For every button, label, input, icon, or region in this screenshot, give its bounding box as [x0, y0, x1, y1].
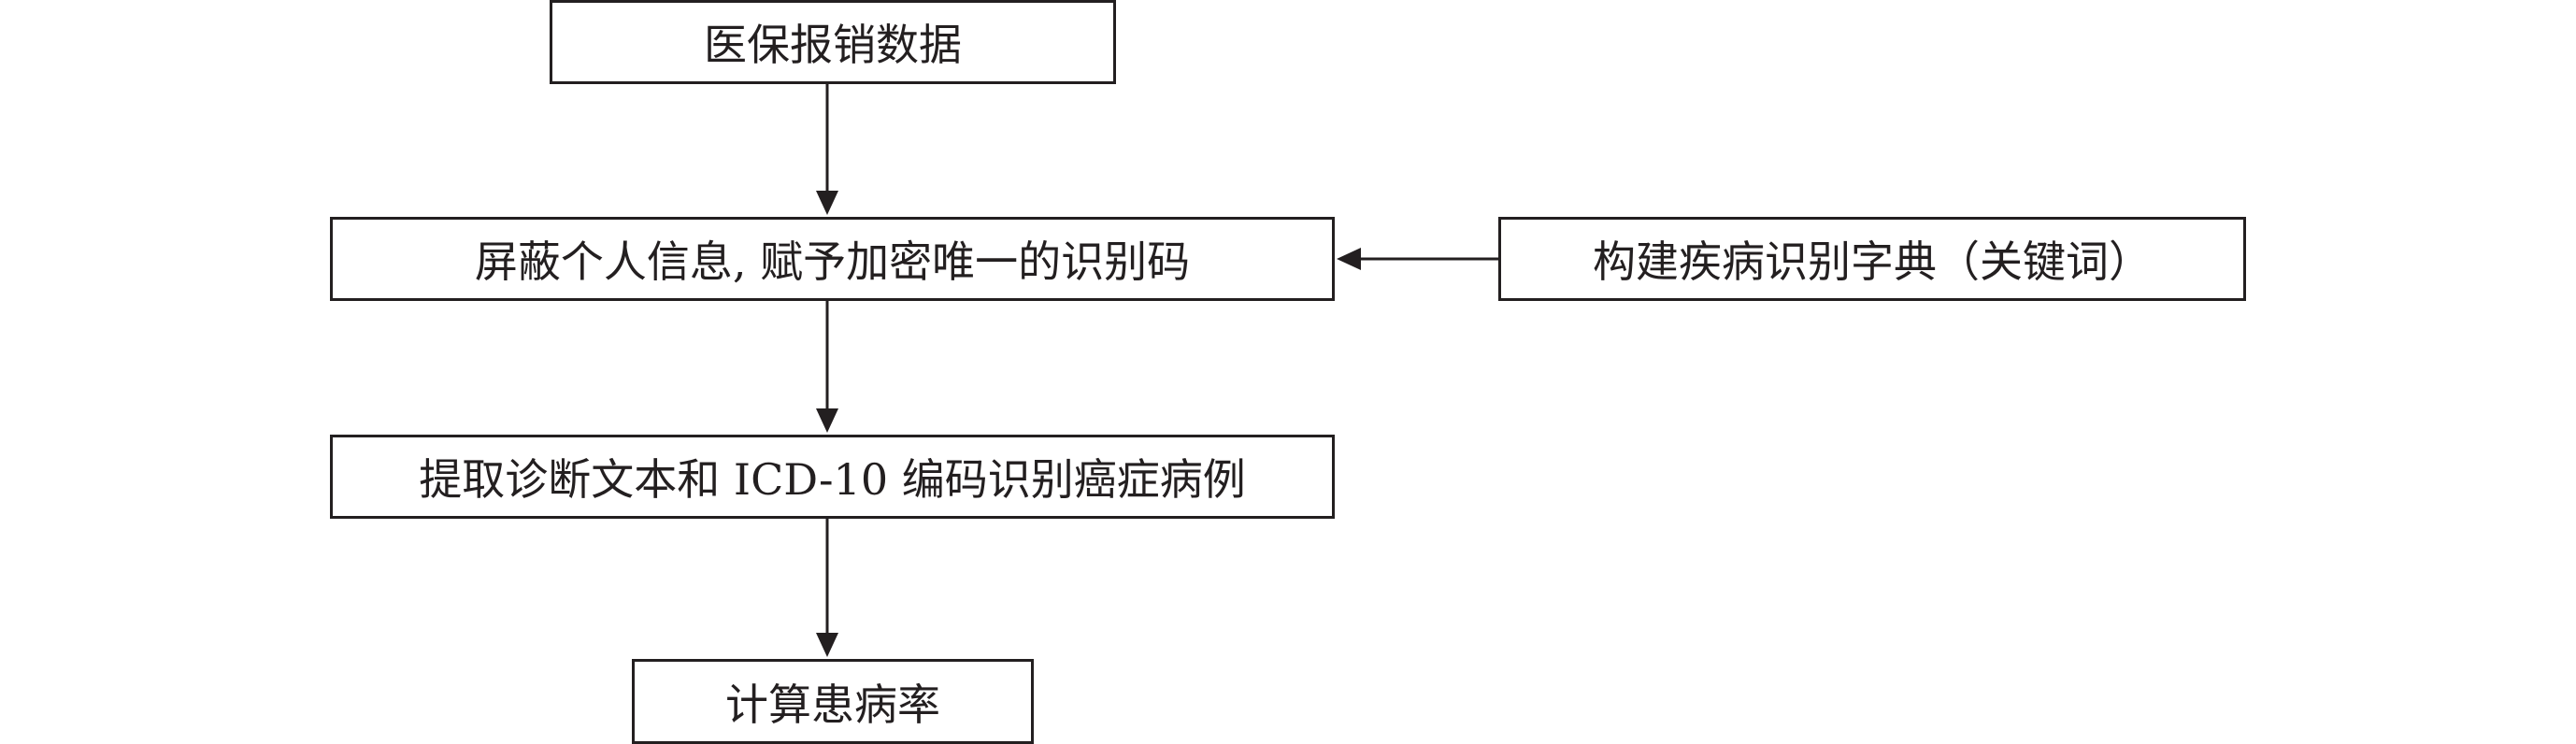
node-calculate-prevalence: 计算患病率 — [632, 659, 1034, 744]
arrowhead-mask-to-extract — [816, 408, 838, 433]
node-label: 计算患病率 — [725, 679, 940, 730]
node-label: 屏蔽个人信息, 赋予加密唯一的识别码 — [474, 236, 1191, 287]
node-mask-personal-info: 屏蔽个人信息, 赋予加密唯一的识别码 — [330, 217, 1335, 301]
arrowhead-dict-to-mask — [1337, 248, 1361, 270]
node-extract-diagnosis-text: 提取诊断文本和 ICD-10 编码识别癌症病例 — [330, 435, 1335, 519]
node-build-disease-dictionary: 构建疾病识别字典（关键词） — [1498, 217, 2246, 301]
arrowhead-extract-to-rate — [816, 633, 838, 657]
node-medical-insurance-data: 医保报销数据 — [550, 0, 1116, 84]
node-label: 构建疾病识别字典（关键词） — [1593, 236, 2152, 287]
node-label: 提取诊断文本和 ICD-10 编码识别癌症病例 — [419, 454, 1246, 505]
arrowhead-source-to-mask — [816, 191, 838, 215]
node-label: 医保报销数据 — [704, 20, 962, 70]
